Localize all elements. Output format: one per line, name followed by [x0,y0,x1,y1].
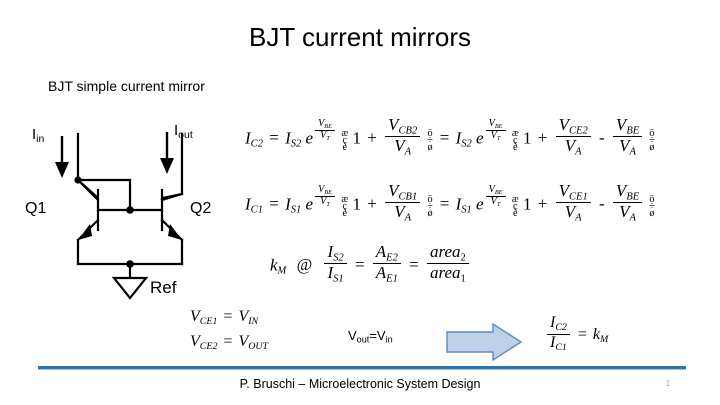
q1-emitter-arrow [78,224,92,240]
block-arrow-svg [446,322,523,362]
label-q1: Q1 [25,200,47,217]
i-in-arrow [55,136,69,178]
note-vout-equals-vin: Vout=Vin [348,328,393,345]
footer-divider-rule [38,366,686,369]
vce2-line: VCE2 = VOUT [190,332,269,352]
slide-subtitle: BJT simple current mirror [48,78,205,94]
label-i-out: Iout [174,122,193,141]
circuit-diagram-bjt-current-mirror: Iin Iout Q1 Q2 Ref [22,112,252,312]
defined-as-glyph: @ [296,255,313,275]
footer-divider-rule-light [38,369,686,370]
right-paren-glyph: ö÷ø [649,127,655,153]
ground-ref-symbol [111,276,149,300]
vce1-line: VCE1 = VIN [190,308,259,328]
right-paren-glyph: ö÷ø [427,193,433,219]
node-dot-q1-collector [74,176,82,184]
label-q2: Q2 [190,200,212,217]
page-title: BJT current mirrors [249,22,471,52]
circuit-svg [55,132,184,300]
equation-vce-conditions: VCE1 = VIN VCE2 = VOUT [190,305,268,355]
node-dot-ground [126,260,134,268]
blue-block-arrow-right [445,322,523,367]
i-out-arrow [160,132,174,174]
footer-text: P. Bruschi – Microelectronic System Desi… [239,377,481,391]
node-dot-base [126,206,134,214]
q2-emitter-arrow [168,224,182,240]
label-ref: Ref [150,278,177,297]
page-number: 1 [665,379,671,388]
label-i-in: Iin [32,126,45,145]
right-paren-glyph: ö÷ø [427,127,433,153]
right-paren-glyph: ö÷ø [649,193,655,219]
